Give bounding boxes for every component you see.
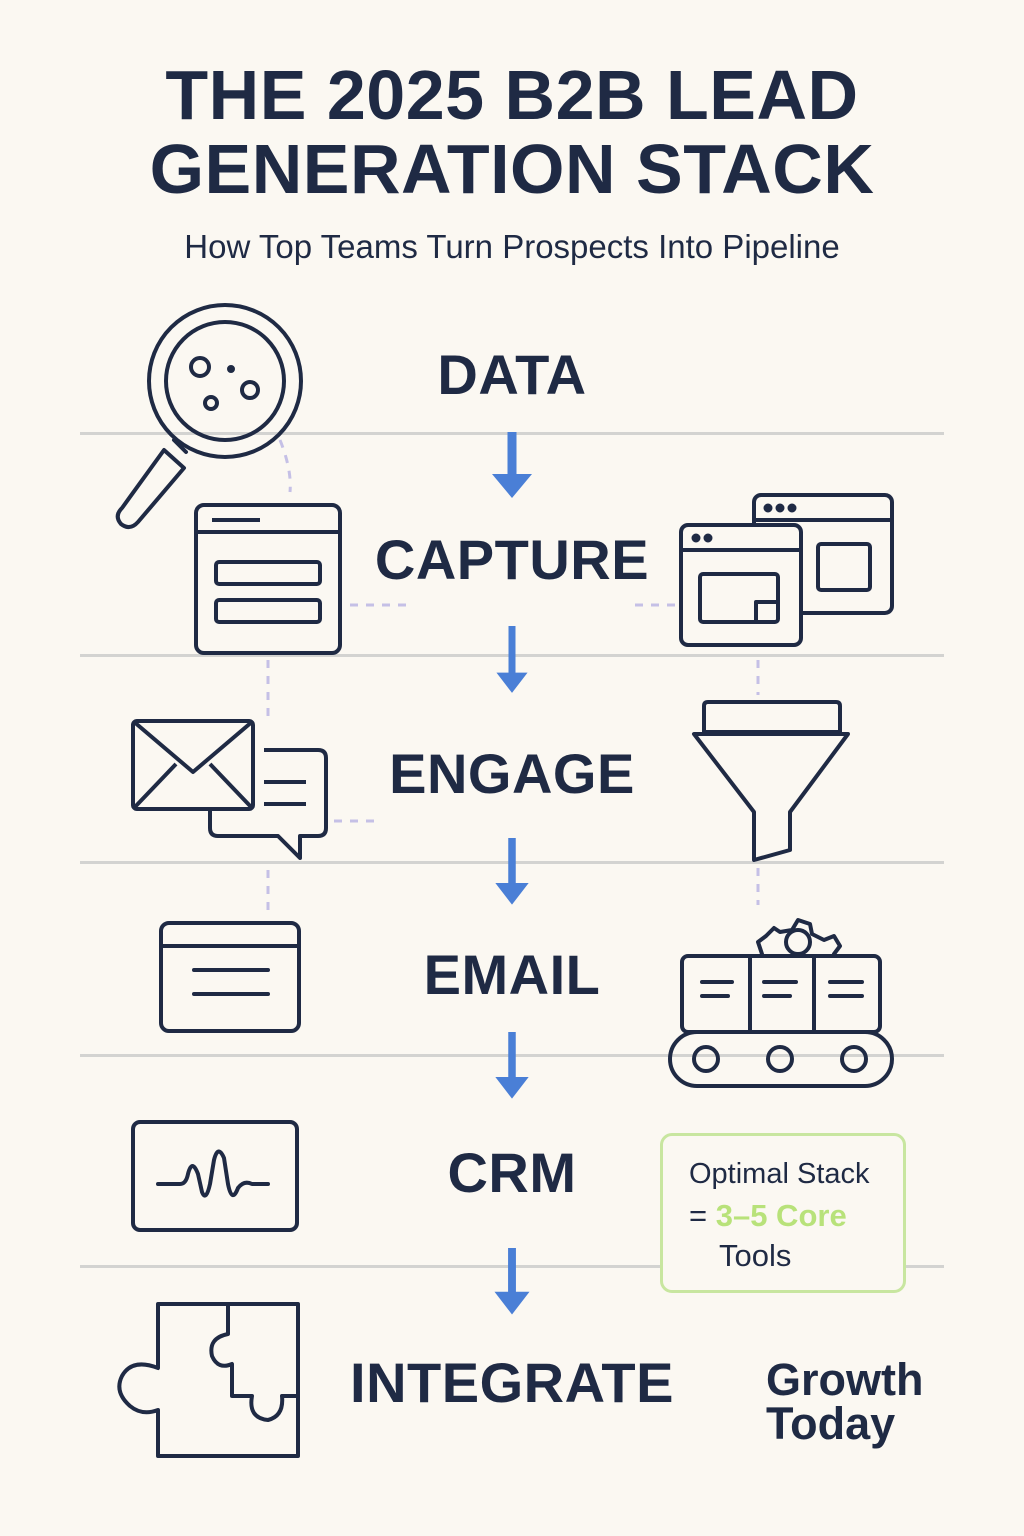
form-icon [194,503,342,655]
stage-label-data: DATA [437,343,587,406]
brand-line-2: Today [766,1398,896,1449]
down-arrow-icon [495,1032,529,1099]
callout-line-1: Optimal Stack [689,1158,870,1190]
email-card-icon [159,921,301,1033]
callout-line-3: Tools [719,1238,792,1273]
down-arrow-icon [496,626,528,693]
magnifying-glass-icon [115,303,303,529]
conveyor-gear-icon [668,918,894,1088]
envelope-chat-icon [131,719,328,860]
down-arrow-icon [492,432,532,498]
callout-prefix: = [689,1198,716,1233]
stage-label-capture: CAPTURE [374,528,650,591]
down-arrow-icon [494,1248,530,1315]
brand-line-1: Growth [766,1354,924,1405]
down-arrow-icon [495,838,529,905]
stage-label-integrate: INTEGRATE [350,1351,674,1414]
stage-label-crm: CRM [447,1141,577,1204]
puzzle-piece-icon [117,1302,300,1458]
browser-windows-icon [679,493,894,647]
title-line-1: THE 2025 B2B LEAD [165,56,859,134]
optimal-stack-callout: Optimal Stack = 3–5 Core Tools [660,1133,906,1293]
waveform-monitor-icon [131,1120,299,1232]
subtitle: How Top Teams Turn Prospects Into Pipeli… [184,228,840,265]
stage-label-engage: ENGAGE [389,742,635,805]
title-line-2: GENERATION STACK [149,130,875,208]
brand-logo: Growth Today [766,1354,924,1449]
page-title: THE 2025 B2B LEAD GENERATION STACK [0,58,1024,206]
funnel-icon [692,700,850,862]
stage-label-email: EMAIL [423,943,601,1006]
callout-highlight: 3–5 Core [715,1198,847,1233]
callout-line-2: = 3–5 Core [689,1198,847,1234]
